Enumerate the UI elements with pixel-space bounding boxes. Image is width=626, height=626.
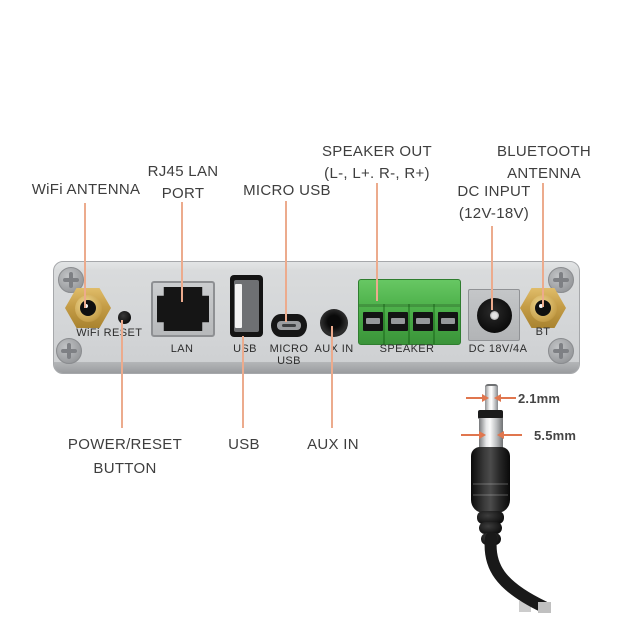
dim-label-inner-pin: 2.1mm <box>518 391 561 406</box>
speaker-divider <box>383 304 385 344</box>
rj45-lan-port <box>151 281 215 337</box>
leader-line-bt <box>542 183 544 307</box>
port-label-wifi: WiFi <box>76 327 100 339</box>
port-label-micro-line2: USB <box>277 355 301 367</box>
usb-port <box>230 275 263 337</box>
speaker-terminal-block <box>358 279 461 345</box>
leader-line-aux-bottom <box>331 326 333 428</box>
dim-arrow-left-icon <box>466 394 489 402</box>
speaker-terminal-opening <box>413 312 433 331</box>
dim-arrow-right-icon <box>494 394 516 402</box>
leader-line-speaker <box>376 183 378 301</box>
speaker-terminal-opening <box>438 312 458 331</box>
callout-rj45-line1: RJ45 LAN <box>147 163 219 180</box>
port-label-lan: LAN <box>170 343 194 355</box>
speaker-terminal-opening <box>388 312 408 331</box>
plug-collar <box>478 410 503 419</box>
screw-icon <box>548 338 574 364</box>
callout-dc-input: DC INPUT (12V-18V) <box>457 181 530 225</box>
leader-line-dc <box>491 226 493 310</box>
callout-speaker-line2: (L-, L+. R-, R+) <box>324 165 430 182</box>
port-label-micro-line1: MICRO <box>269 343 309 355</box>
port-label-micro-usb: MICRO USB <box>270 343 309 367</box>
callout-micro-usb: MICRO USB <box>243 180 331 202</box>
port-label-bt: BT <box>535 326 551 338</box>
port-label-speaker: SPEAKER <box>379 343 435 355</box>
plug-strain-relief <box>479 522 502 534</box>
leader-line-usb-bottom <box>242 336 244 428</box>
port-label-dc: DC 18V/4A <box>468 343 528 355</box>
panel-bottom-bevel <box>54 362 579 373</box>
terminal-screw <box>366 318 380 324</box>
callout-power-line2: BUTTON <box>93 460 157 477</box>
cable-end-pixel-block <box>538 602 551 613</box>
leader-line-micro-usb <box>285 201 287 322</box>
plug-strain-relief <box>477 511 504 524</box>
terminal-screw <box>416 318 430 324</box>
callout-dc-line2: (12V-18V) <box>458 205 530 222</box>
device-rear-panel: WiFi RESET LAN USB MICRO USB AUX IN <box>53 261 580 374</box>
callout-bluetooth-antenna: BLUETOOTH ANTENNA <box>497 141 591 185</box>
usb-port-tongue <box>235 284 242 328</box>
callout-aux-in: AUX IN <box>307 434 359 456</box>
callout-usb: USB <box>228 434 260 456</box>
speaker-divider <box>408 304 410 344</box>
power-cable <box>484 532 550 613</box>
antenna-socket <box>80 300 96 316</box>
port-label-aux-in: AUX IN <box>314 343 354 355</box>
screw-icon <box>548 267 574 293</box>
terminal-screw <box>441 318 455 324</box>
micro-usb-inner <box>277 321 301 330</box>
rj45-jack-opening <box>157 287 209 331</box>
leader-line-lan <box>181 202 183 302</box>
bluetooth-antenna-connector <box>520 288 566 328</box>
callout-power-line1: POWER/RESET <box>67 436 183 453</box>
port-label-usb: USB <box>233 343 257 355</box>
callout-speaker-line1: SPEAKER OUT <box>322 143 432 160</box>
wifi-antenna-connector <box>65 288 111 328</box>
micro-usb-slot <box>282 324 296 327</box>
callout-power-reset-button: POWER/RESET BUTTON <box>68 433 182 481</box>
callout-bt-line2: ANTENNA <box>507 165 581 182</box>
terminal-screw <box>391 318 405 324</box>
speaker-terminal-opening <box>363 312 383 331</box>
callout-rj45-line2: PORT <box>161 185 205 202</box>
callout-speaker-out: SPEAKER OUT (L-, L+. R-, R+) <box>322 141 432 185</box>
callout-micro-usb-text: MICRO USB <box>243 182 331 199</box>
reset-button <box>118 311 131 324</box>
antenna-glint <box>538 304 543 308</box>
cable-end-pixel-block <box>519 601 531 612</box>
speaker-divider <box>433 304 435 344</box>
dim-arrow-left-icon <box>461 431 486 439</box>
dim-arrow-right-icon <box>497 431 522 439</box>
leader-line-reset <box>121 320 123 428</box>
callout-aux-text: AUX IN <box>307 436 359 453</box>
dc-jack-pin-hole <box>489 310 499 320</box>
dc-input-jack <box>468 289 520 341</box>
micro-usb-port <box>271 314 307 337</box>
dim-label-outer-barrel: 5.5mm <box>534 428 577 443</box>
callout-wifi-antenna: WiFi ANTENNA <box>32 179 141 201</box>
plug-inner-pin <box>485 384 498 414</box>
callout-dc-line1: DC INPUT <box>457 183 531 200</box>
plug-body <box>471 447 510 513</box>
callout-wifi-antenna-text: WiFi ANTENNA <box>31 181 141 198</box>
leader-line-wifi <box>84 203 86 308</box>
port-label-reset: RESET <box>103 327 143 339</box>
aux-in-jack <box>320 309 348 337</box>
callout-usb-text: USB <box>228 436 260 453</box>
screw-icon <box>56 338 82 364</box>
callout-rj45-lan-port: RJ45 LAN PORT <box>148 161 219 205</box>
callout-bt-line1: BLUETOOTH <box>496 143 592 160</box>
